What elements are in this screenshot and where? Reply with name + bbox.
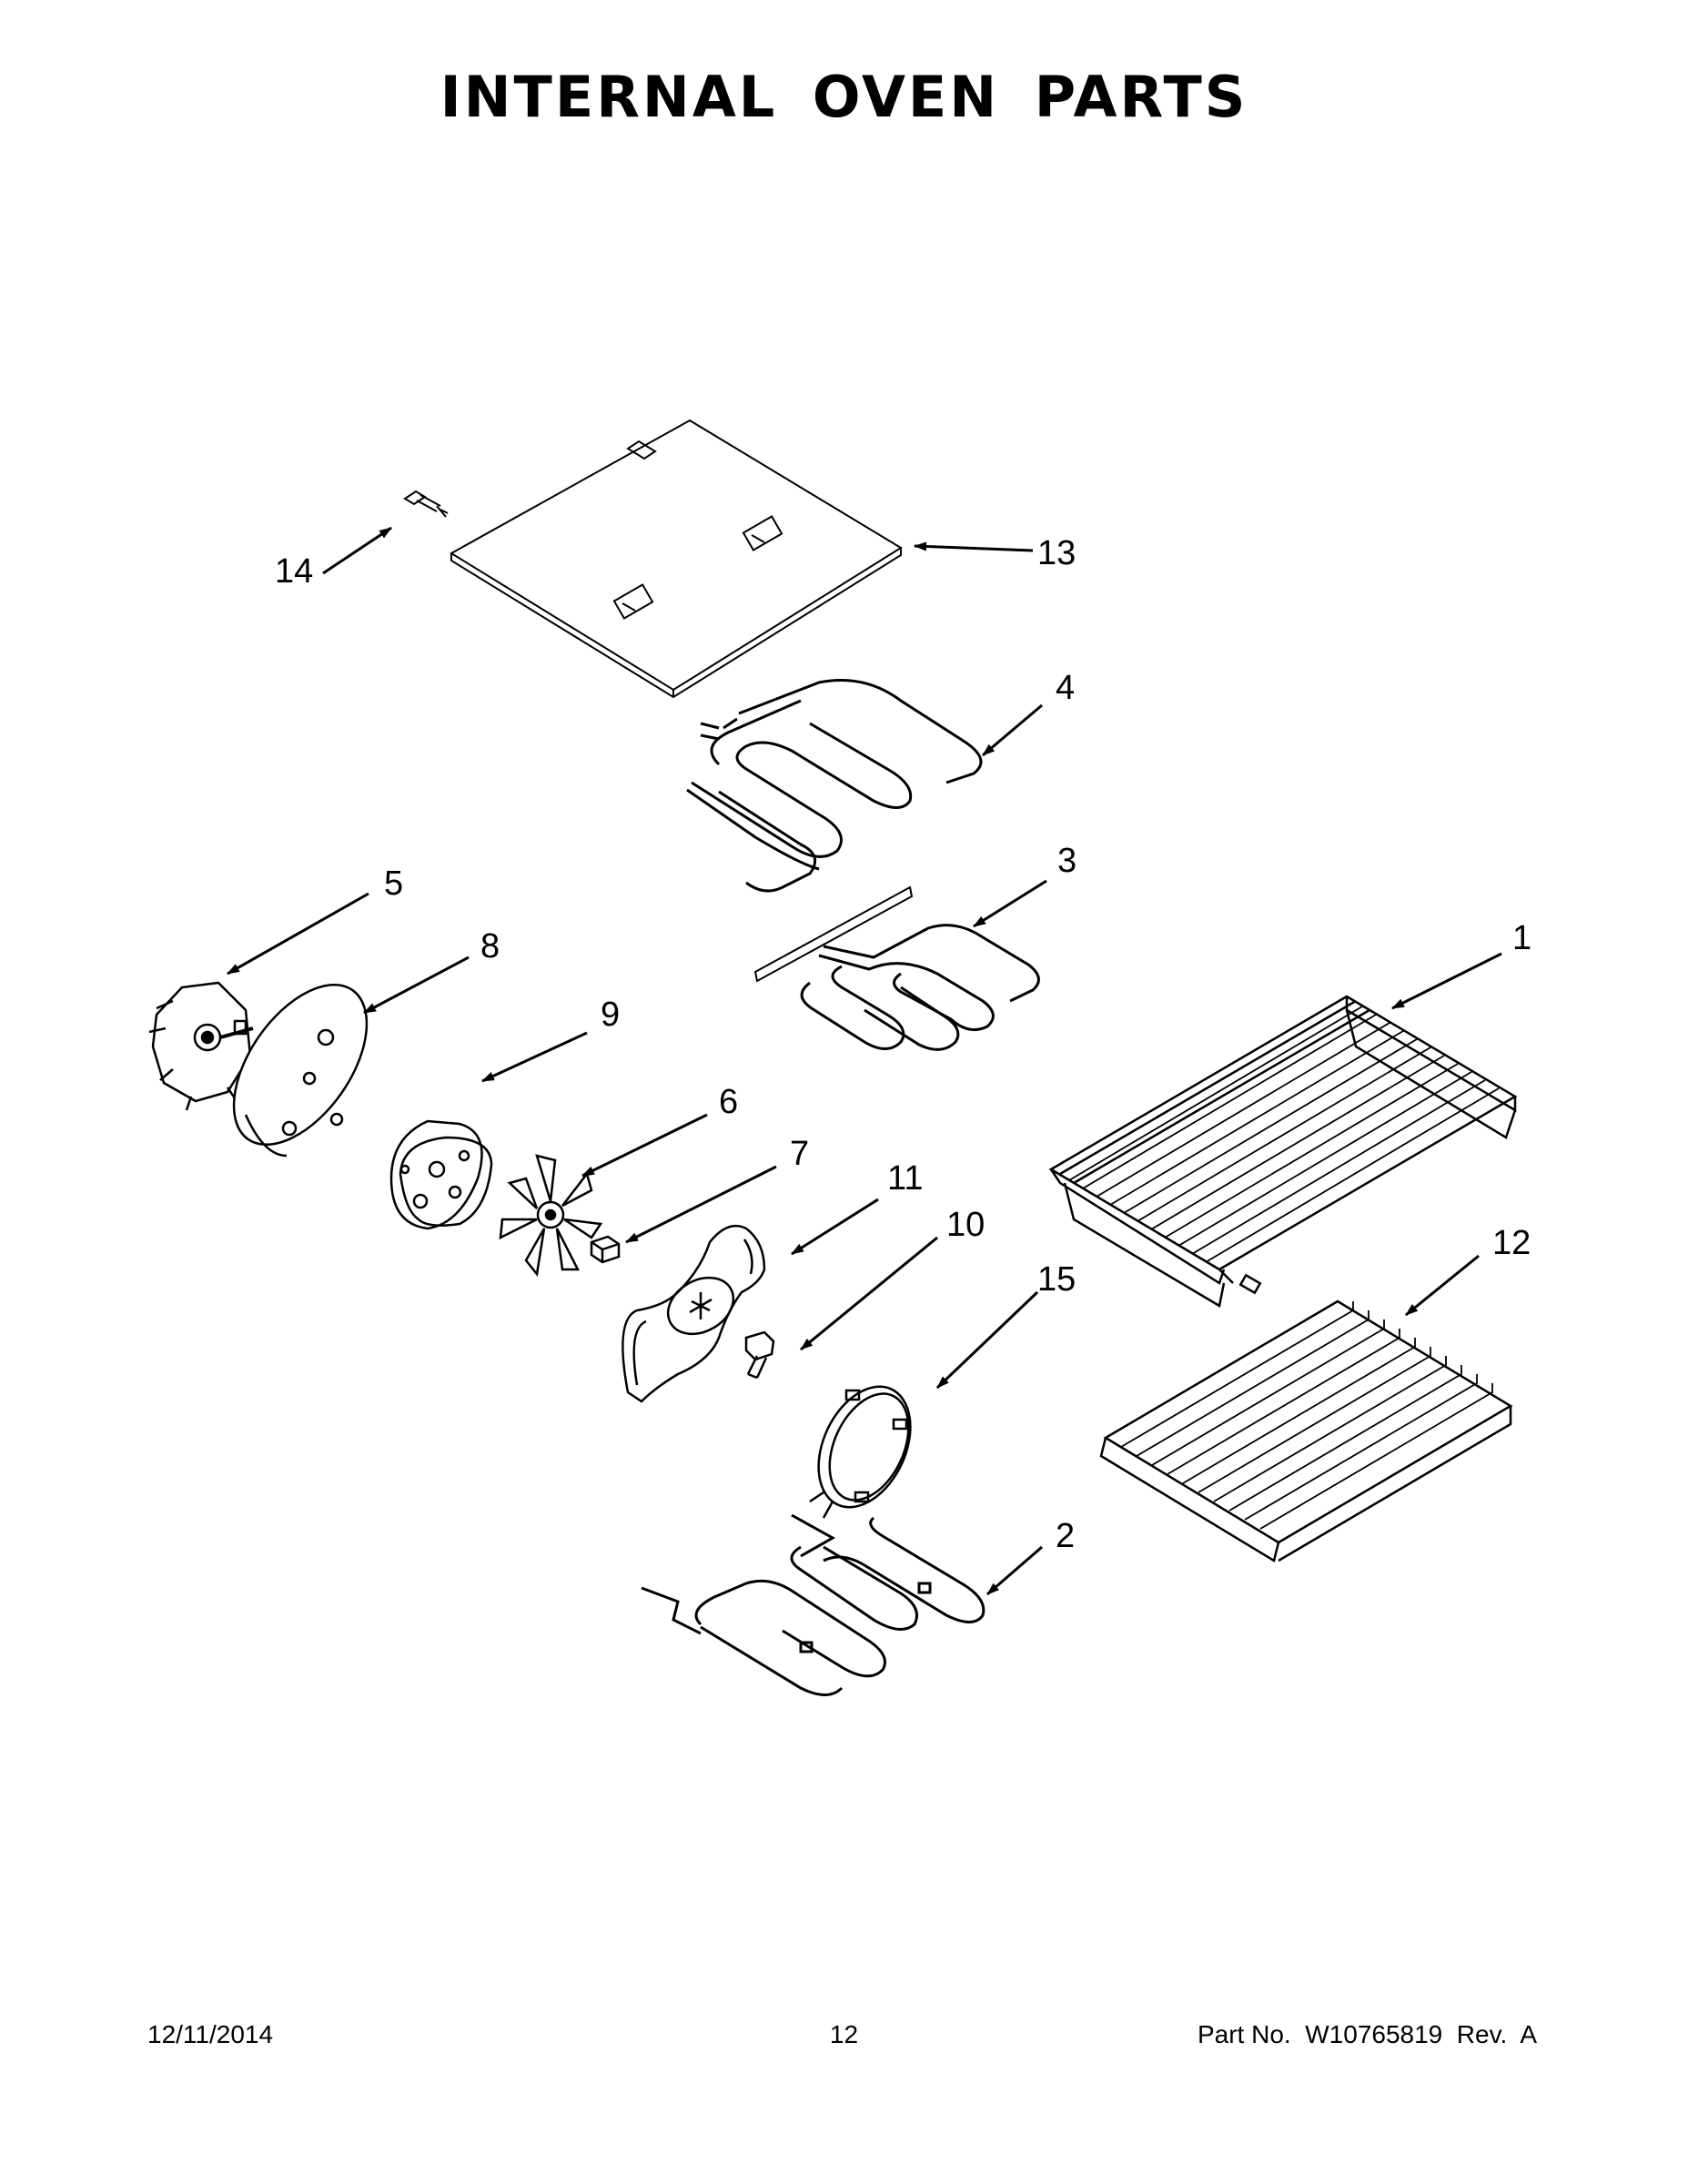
part-4-broil-element	[687, 681, 981, 892]
callout-10: 10	[946, 1206, 985, 1244]
arrow-5	[227, 892, 369, 976]
callout-7: 7	[790, 1135, 809, 1173]
footer-part-number: Part No. W10765819 Rev. A	[1197, 2020, 1537, 2048]
callout-14: 14	[275, 552, 313, 591]
arrow-6	[581, 1113, 708, 1178]
arrow-12	[1405, 1254, 1480, 1317]
arrow-11	[791, 1198, 879, 1256]
callout-2: 2	[1056, 1517, 1075, 1555]
page-title: INTERNAL OVEN PARTS	[440, 64, 1248, 130]
callout-4: 4	[1056, 669, 1075, 707]
arrow-4	[982, 703, 1043, 757]
part-11-fan-cover	[622, 1226, 764, 1401]
arrow-10	[800, 1236, 938, 1351]
callout-12: 12	[1492, 1224, 1531, 1262]
part-15-ring-element	[801, 1372, 929, 1522]
callout-6: 6	[719, 1083, 738, 1121]
part-14-screw	[405, 491, 448, 517]
part-5-convection-motor	[149, 983, 253, 1110]
part-12-flat-rack	[1101, 1301, 1511, 1561]
arrow-7	[625, 1165, 777, 1244]
part-1-oven-rack	[1051, 996, 1515, 1306]
arrow-3	[973, 879, 1047, 928]
callout-8: 8	[480, 927, 500, 966]
footer-date: 12/11/2014	[147, 2020, 274, 2048]
part-6-fan-blade	[500, 1156, 601, 1274]
callout-arrows	[227, 526, 1502, 1596]
part-3-bake-element	[755, 887, 1038, 1049]
arrow-2	[986, 1545, 1043, 1596]
callout-5: 5	[384, 864, 403, 903]
arrow-14	[322, 526, 392, 575]
callout-11: 11	[887, 1159, 923, 1198]
part-13-cover-panel	[451, 420, 901, 697]
callout-1: 1	[1512, 919, 1531, 957]
arrow-13	[914, 541, 1034, 552]
arrow-8	[363, 956, 470, 1015]
arrow-1	[1391, 952, 1502, 1010]
part-7-nut	[591, 1237, 619, 1262]
callout-13: 13	[1037, 534, 1076, 572]
part-8-motor-shroud	[207, 962, 394, 1168]
callout-numbers: 1 2 3 4 5 6 7 8 9 10 11 12 13 14 15	[275, 534, 1531, 1555]
callout-15: 15	[1037, 1260, 1076, 1299]
part-9-plate	[391, 1121, 491, 1228]
callout-9: 9	[601, 996, 620, 1034]
footer-page-number: 12	[829, 2020, 859, 2048]
part-10-bolt	[746, 1332, 773, 1378]
callout-3: 3	[1057, 842, 1076, 880]
arrow-15	[935, 1290, 1039, 1390]
part-2-bottom-element	[642, 1515, 984, 1695]
arrow-9	[481, 1031, 588, 1083]
